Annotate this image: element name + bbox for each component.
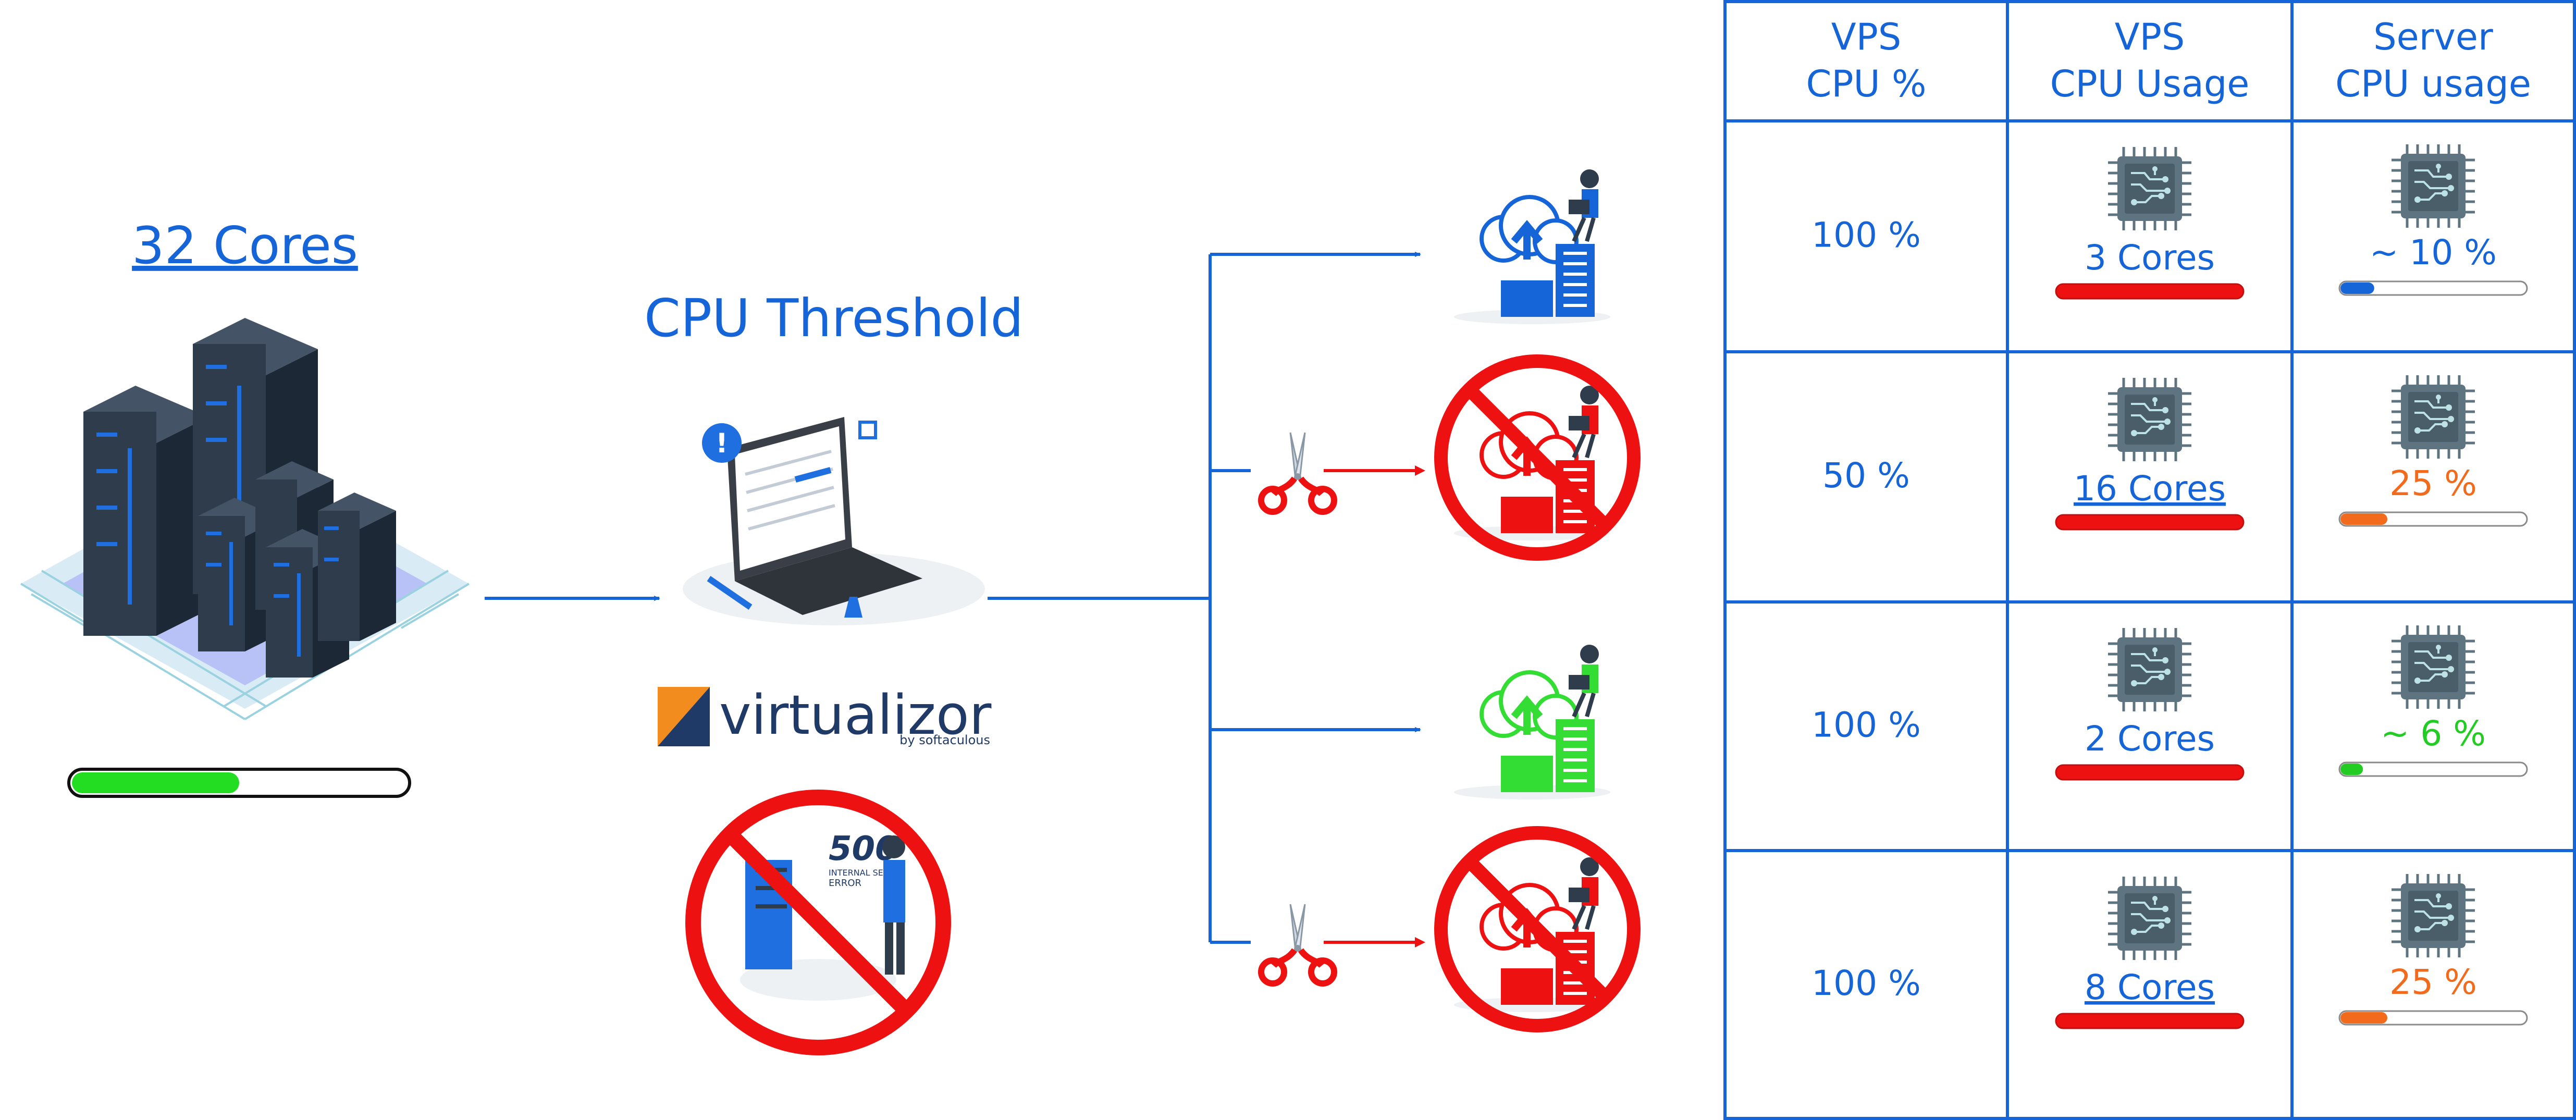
cloud-upload-user-icon — [1434, 354, 1641, 561]
vps-cores: 8 Cores — [2085, 967, 2215, 1007]
branch-2 — [1210, 354, 1641, 561]
vps-cpu-pct: 100 % — [1811, 705, 1921, 745]
cloud-upload-user-icon — [1454, 169, 1610, 324]
server-usage-fill — [2340, 1012, 2387, 1024]
svg-text:!: ! — [716, 428, 728, 459]
cloud-upload-user-icon — [1454, 645, 1610, 799]
server-usage: ~ 6 % — [2381, 713, 2486, 754]
server-usage-track — [2338, 761, 2528, 777]
cpu-chip-icon — [2392, 874, 2475, 957]
vps-cpu-pct: 100 % — [1811, 215, 1921, 255]
server-usage: ~ 10 % — [2370, 232, 2497, 273]
server-error-prohibited: 500 INTERNAL SERVER ERROR — [685, 790, 951, 1055]
error-line-2: ERROR — [829, 878, 861, 889]
throttle-arrowhead — [1415, 465, 1425, 476]
server-usage-fill — [2340, 513, 2387, 525]
server-usage-bar — [67, 768, 411, 798]
threshold-section: CPU Threshold ! virtualizor by softaculo… — [644, 288, 1024, 1055]
branch-4 — [1210, 826, 1641, 1032]
server-usage-track — [2338, 280, 2528, 296]
vps-usage-bar — [2055, 1013, 2245, 1029]
header-server-cpu-usage-line2: CPU usage — [2335, 63, 2531, 105]
table-header-row: VPS CPU % VPS CPU Usage Server CPU usage — [1806, 16, 2531, 105]
cpu-chip-icon — [2392, 144, 2475, 228]
server-usage-track — [2338, 511, 2528, 527]
vps-cpu-pct: 50 % — [1822, 456, 1910, 496]
brand-sub: by softaculous — [899, 733, 990, 747]
cpu-chip-icon — [2108, 877, 2191, 960]
usage-table: VPS CPU % VPS CPU Usage Server CPU usage… — [1723, 0, 2576, 1120]
server-usage-fill — [2340, 764, 2363, 775]
table-row: 50 % 16 Cores 25 % — [1822, 375, 2528, 531]
prohibited-sign-icon — [685, 790, 951, 1055]
cpu-chip-icon — [2108, 628, 2191, 711]
header-server-cpu-usage-line1: Server — [2373, 16, 2493, 58]
header-vps-cpu-pct-line2: CPU % — [1806, 63, 1926, 105]
branch-3 — [1210, 645, 1610, 799]
scissors-icon — [1261, 904, 1334, 983]
scissors-icon — [1261, 433, 1334, 512]
cpu-chip-icon — [2108, 378, 2191, 461]
header-vps-cpu-usage-line1: VPS — [2115, 16, 2185, 58]
throttle-arrowhead — [1415, 937, 1425, 947]
server-usage: 25 % — [2389, 463, 2477, 503]
prohibited-sign-icon — [1434, 354, 1641, 561]
branch-1 — [1210, 169, 1610, 324]
table-row: 100 % 8 Cores 25 % — [1811, 874, 2528, 1029]
prohibited-sign-icon — [1434, 826, 1641, 1032]
brand-name: virtualizor — [719, 683, 992, 747]
server-title: 32 Cores — [132, 216, 358, 276]
vps-cores: 2 Cores — [2085, 719, 2215, 759]
server-racks-icon — [20, 318, 470, 720]
virtualizor-logo: virtualizor by softaculous — [658, 683, 992, 747]
cloud-upload-user-icon — [1434, 826, 1641, 1032]
vps-cores: 16 Cores — [2074, 469, 2226, 509]
server-usage: 25 % — [2389, 962, 2477, 1002]
vps-cpu-pct: 100 % — [1811, 963, 1921, 1003]
vps-usage-bar — [2055, 514, 2245, 531]
server-usage-fill — [2340, 282, 2374, 294]
cpu-chip-icon — [2108, 147, 2191, 230]
laptop-alert-icon: ! — [683, 417, 985, 625]
vps-usage-bar — [2055, 764, 2245, 781]
threshold-title: CPU Threshold — [644, 288, 1024, 349]
table-row: 100 % 3 Cores ~ 10 % — [1811, 144, 2528, 300]
vps-usage-bar — [2055, 283, 2245, 300]
server-usage-track — [2338, 1010, 2528, 1026]
vps-cores: 3 Cores — [2085, 238, 2215, 278]
server-section: 32 Cores — [20, 216, 470, 798]
header-vps-cpu-pct-line1: VPS — [1831, 16, 1902, 58]
cpu-chip-icon — [2392, 375, 2475, 459]
branch-connectors — [988, 254, 1212, 942]
cpu-chip-icon — [2392, 625, 2475, 709]
table-row: 100 % 2 Cores ~ 6 % — [1811, 625, 2528, 781]
header-vps-cpu-usage-line2: CPU Usage — [2050, 63, 2250, 105]
